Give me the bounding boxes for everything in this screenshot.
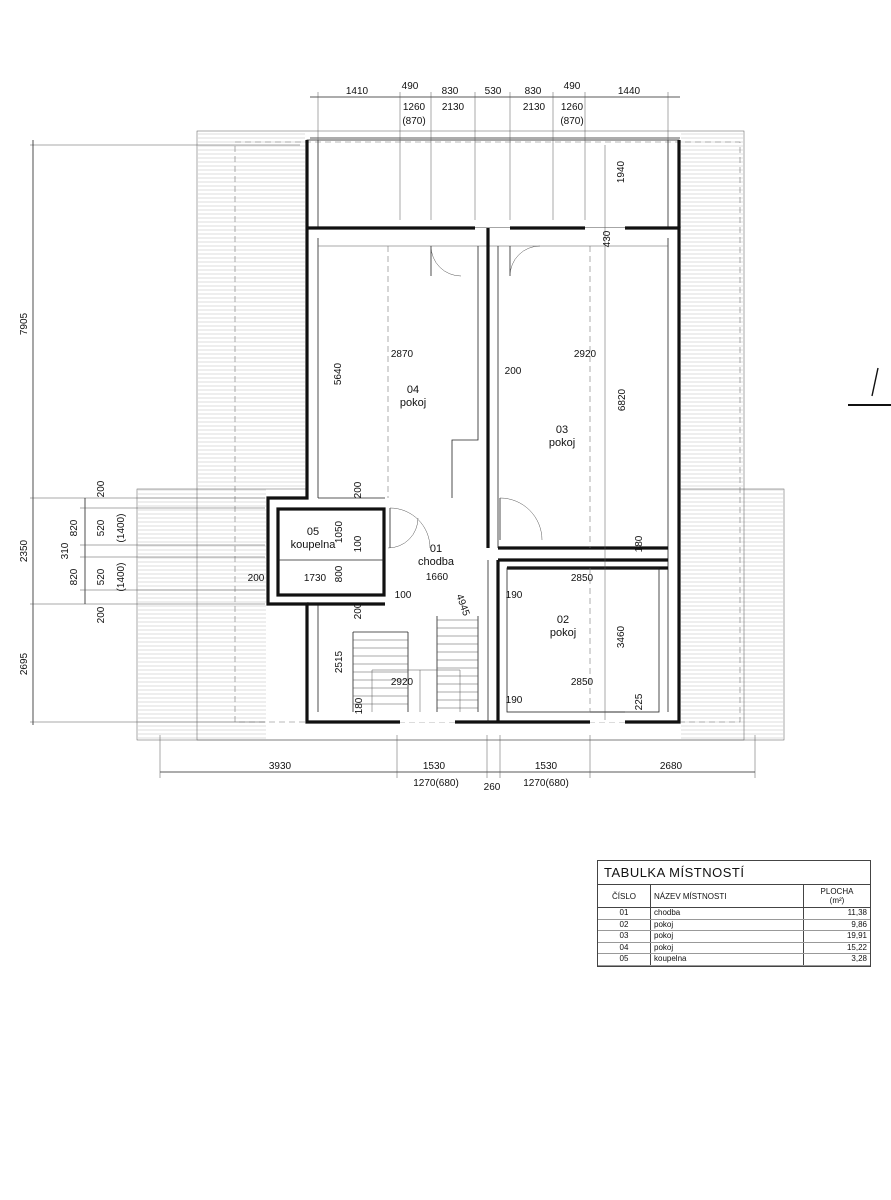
dim-bottom: 1270(680) <box>413 778 459 789</box>
dim-left: 7905 <box>19 312 30 335</box>
dim-left: 520 <box>96 568 107 585</box>
room-name: pokoj <box>400 397 426 409</box>
dim-top: 1410 <box>346 86 369 97</box>
dim-top: 1440 <box>618 86 641 97</box>
room-number: 04 <box>407 384 419 396</box>
dim-interior: 2850 <box>571 677 594 688</box>
dim-left: 200 <box>96 606 107 623</box>
dim-interior: 2515 <box>334 650 345 673</box>
header-name: NÁZEV MÍSTNOSTI <box>650 885 804 908</box>
dim-interior: 1660 <box>426 572 449 583</box>
dim-left: 310 <box>60 542 71 559</box>
room-number: 02 <box>557 614 569 626</box>
room-number: 05 <box>307 526 319 538</box>
dim-left: 820 <box>69 519 80 536</box>
dim-right: 430 <box>602 230 613 247</box>
dim-bottom: 260 <box>484 782 501 793</box>
dim-interior: 180 <box>354 697 365 714</box>
dim-right: 1940 <box>616 160 627 183</box>
dim-top: 1260 <box>403 102 426 113</box>
dim-interior: 5640 <box>333 362 344 385</box>
section-mark <box>848 367 891 406</box>
dim-right: 6820 <box>617 388 628 411</box>
room-number: 01 <box>430 543 442 555</box>
roof-hatch <box>138 133 783 739</box>
doors <box>387 245 543 549</box>
room-name: pokoj <box>549 437 575 449</box>
room-table: TABULKA MÍSTNOSTÍ ČÍSLO NÁZEV MÍSTNOSTI … <box>597 860 871 967</box>
dim-top: 490 <box>402 81 419 92</box>
dim-left: (1400) <box>116 514 127 543</box>
room-table-title: TABULKA MÍSTNOSTÍ <box>598 861 870 885</box>
dim-bottom: 1530 <box>535 761 558 772</box>
dim-interior: 200 <box>353 602 364 619</box>
dim-top: 2130 <box>442 102 465 113</box>
dim-bottom: 1530 <box>423 761 446 772</box>
dim-bottom: 3930 <box>269 761 292 772</box>
dim-top: (870) <box>560 116 583 127</box>
dim-interior: 2870 <box>391 349 414 360</box>
dim-right: 225 <box>634 693 645 710</box>
dim-right: 3460 <box>616 625 627 648</box>
walls <box>266 226 681 724</box>
dim-left: 520 <box>96 519 107 536</box>
dim-top: 830 <box>525 86 542 97</box>
hidden-lines <box>387 246 591 712</box>
dim-right: 180 <box>634 535 645 552</box>
room-labels: 04 pokoj 03 pokoj 05 koupelna 01 chodba … <box>291 384 576 639</box>
room-name: pokoj <box>550 627 576 639</box>
dim-interior: 1050 <box>334 520 345 543</box>
header-number: ČÍSLO <box>598 885 651 908</box>
dim-interior: 200 <box>353 481 364 498</box>
dim-left: 2350 <box>19 539 30 562</box>
dim-left: 2695 <box>19 652 30 675</box>
dim-left: (1400) <box>116 563 127 592</box>
room-name: koupelna <box>291 539 337 551</box>
dim-interior: 200 <box>248 573 265 584</box>
dim-interior: 2850 <box>571 573 594 584</box>
dim-interior: 2920 <box>574 349 597 360</box>
dim-top: (870) <box>402 116 425 127</box>
dim-top: 530 <box>485 86 502 97</box>
dim-interior: 800 <box>334 565 345 582</box>
dim-interior: 100 <box>353 535 364 552</box>
room-name: chodba <box>418 556 455 568</box>
dim-interior: 2920 <box>391 677 414 688</box>
dim-left: 200 <box>96 480 107 497</box>
roof-outline <box>136 130 785 741</box>
dim-top: 830 <box>442 86 459 97</box>
dimension-lines <box>30 92 756 778</box>
dim-top: 1260 <box>561 102 584 113</box>
dim-interior: 190 <box>506 695 523 706</box>
dim-interior: 100 <box>395 590 412 601</box>
dim-bottom: 1270(680) <box>523 778 569 789</box>
dim-interior: 190 <box>506 590 523 601</box>
dim-left: 820 <box>69 568 80 585</box>
dim-interior: 200 <box>505 366 522 377</box>
stairs <box>352 616 479 712</box>
dim-interior: 1730 <box>304 573 327 584</box>
dim-top: 2130 <box>523 102 546 113</box>
room-number: 03 <box>556 424 568 436</box>
header-area: PLOCHA(m²) <box>803 885 870 908</box>
dim-top: 490 <box>564 81 581 92</box>
dimensions: 1410 490 830 530 830 490 1440 1260 2130 … <box>19 81 683 793</box>
dim-bottom: 2680 <box>660 761 683 772</box>
